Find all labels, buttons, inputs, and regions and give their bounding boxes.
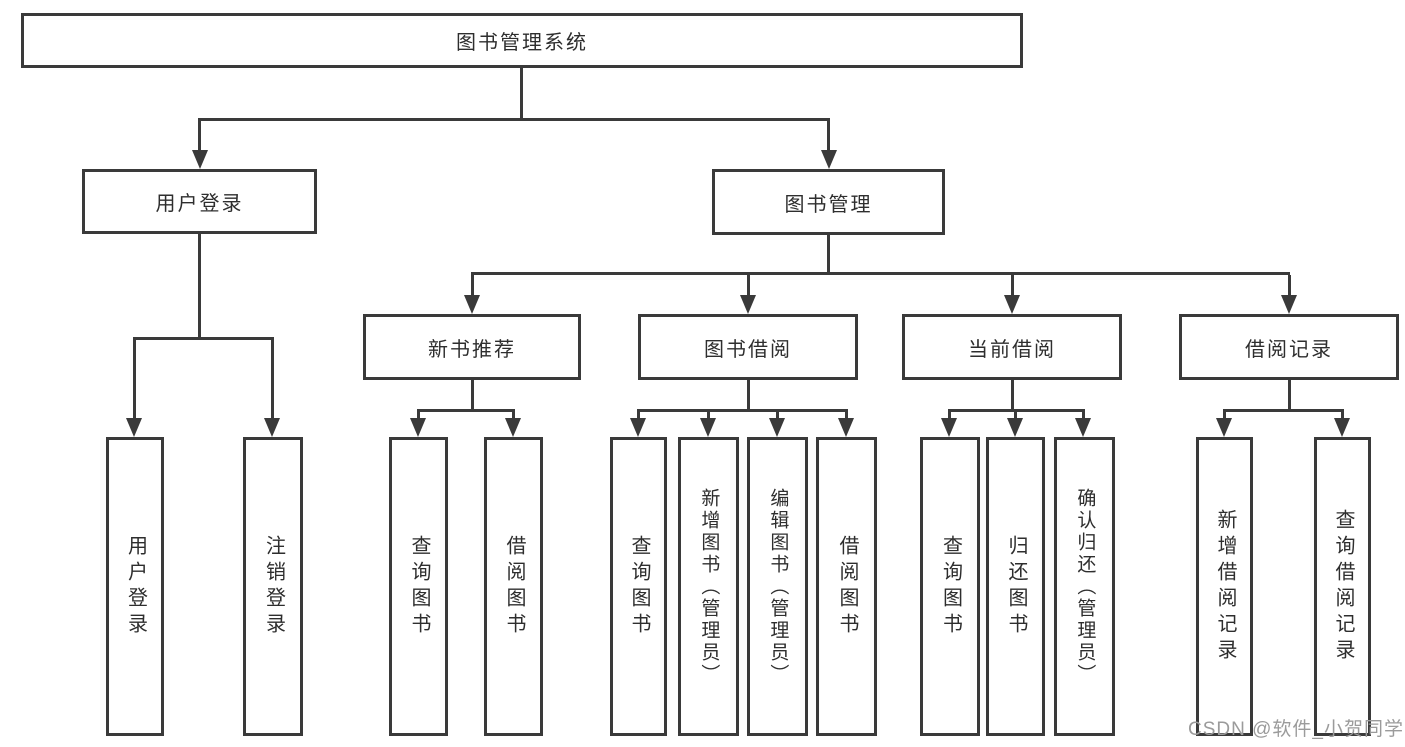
node-current-borrow-label: 当前借阅	[968, 338, 1056, 361]
leaf-borrow-books-recommend: 借阅图书	[484, 437, 543, 736]
connector-book-bar	[471, 272, 1290, 275]
arrowhead-down-icon	[1216, 418, 1232, 437]
connector-group2-bar	[637, 409, 848, 412]
leaf-query-books-current-label: 查询图书	[939, 534, 962, 639]
node-new-book-recommend-label: 新书推荐	[428, 338, 516, 361]
connector-drop-group	[1011, 275, 1014, 300]
connector-book-stub	[827, 235, 830, 275]
leaf-query-books-recommend-label: 查询图书	[408, 534, 430, 639]
connector-root-bar	[198, 118, 830, 121]
node-book-borrow-label: 图书借阅	[704, 338, 792, 361]
connector-group4-stub	[1288, 380, 1291, 412]
arrowhead-down-icon	[630, 418, 646, 437]
leaf-add-book-admin-label: 新增图书（管理员）	[698, 487, 720, 686]
connector-drop-leaf	[512, 409, 515, 421]
leaf-edit-book-admin-label: 编辑图书（管理员）	[767, 487, 789, 686]
leaf-query-books-borrow: 查询图书	[610, 437, 667, 736]
connector-user-bar	[133, 337, 274, 340]
connector-drop-leaf	[948, 409, 951, 421]
leaf-logout: 注销登录	[243, 437, 303, 736]
connector-drop-leaf	[637, 409, 640, 421]
node-root: 图书管理系统	[21, 13, 1023, 68]
leaf-confirm-return-admin-label: 确认归还（管理员）	[1074, 487, 1096, 686]
arrowhead-down-icon	[464, 295, 480, 314]
csdn-watermark: CSDN @软件_小贺同学	[1188, 719, 1404, 740]
connector-drop-user	[198, 121, 201, 152]
arrowhead-down-icon	[410, 418, 426, 437]
node-book-management: 图书管理	[712, 169, 945, 235]
arrowhead-down-icon	[838, 418, 854, 437]
connector-drop-leaf	[1223, 409, 1226, 421]
connector-drop-leaf	[133, 340, 136, 420]
arrowhead-down-icon	[505, 418, 521, 437]
connector-group2-stub	[747, 380, 750, 412]
arrowhead-down-icon	[1007, 418, 1023, 437]
leaf-borrow-books-recommend-label: 借阅图书	[503, 534, 525, 639]
arrowhead-down-icon	[769, 418, 785, 437]
connector-drop-leaf	[1082, 409, 1085, 421]
node-book-borrow: 图书借阅	[638, 314, 858, 380]
connector-drop-leaf	[707, 409, 710, 421]
leaf-add-book-admin: 新增图书（管理员）	[678, 437, 739, 736]
arrowhead-down-icon	[1281, 295, 1297, 314]
node-new-book-recommend: 新书推荐	[363, 314, 581, 380]
leaf-query-borrow-record: 查询借阅记录	[1314, 437, 1371, 736]
arrowhead-down-icon	[126, 418, 142, 437]
node-book-management-label: 图书管理	[784, 193, 873, 216]
node-user-login: 用户登录	[82, 169, 317, 234]
leaf-query-books-current: 查询图书	[920, 437, 980, 736]
leaf-add-borrow-record: 新增借阅记录	[1196, 437, 1253, 736]
connector-drop-leaf	[417, 409, 420, 421]
leaf-query-books-borrow-label: 查询图书	[628, 534, 650, 639]
connector-drop-bookmgmt	[827, 121, 830, 152]
node-root-label: 图书管理系统	[456, 32, 588, 54]
leaf-return-books: 归还图书	[986, 437, 1045, 736]
arrowhead-down-icon	[821, 150, 837, 169]
arrowhead-down-icon	[700, 418, 716, 437]
connector-root-stub	[520, 68, 523, 118]
arrowhead-down-icon	[1075, 418, 1091, 437]
leaf-edit-book-admin: 编辑图书（管理员）	[747, 437, 808, 736]
arrowhead-down-icon	[192, 150, 208, 169]
leaf-query-borrow-record-label: 查询借阅记录	[1332, 508, 1354, 665]
connector-group4-bar	[1223, 409, 1344, 412]
node-current-borrow: 当前借阅	[902, 314, 1122, 380]
node-borrow-records-label: 借阅记录	[1245, 338, 1333, 361]
arrowhead-down-icon	[740, 295, 756, 314]
leaf-borrow-books: 借阅图书	[816, 437, 877, 736]
node-borrow-records: 借阅记录	[1179, 314, 1399, 380]
leaf-return-books-label: 归还图书	[1005, 534, 1027, 639]
leaf-user-login-label: 用户登录	[124, 534, 147, 639]
connector-drop-group	[1288, 275, 1291, 300]
connector-drop-leaf	[271, 340, 274, 420]
connector-drop-leaf	[1014, 409, 1017, 421]
leaf-query-books-recommend: 查询图书	[389, 437, 448, 736]
connector-group1-stub	[471, 380, 474, 412]
leaf-user-login: 用户登录	[106, 437, 164, 736]
connector-group1-bar	[417, 409, 515, 412]
leaf-add-borrow-record-label: 新增借阅记录	[1214, 508, 1236, 665]
connector-drop-group	[747, 275, 750, 300]
arrowhead-down-icon	[941, 418, 957, 437]
connector-drop-leaf	[845, 409, 848, 421]
connector-drop-leaf	[776, 409, 779, 421]
connector-drop-group	[471, 275, 474, 300]
arrowhead-down-icon	[1334, 418, 1350, 437]
connector-user-stub	[198, 234, 201, 340]
connector-group3-stub	[1011, 380, 1014, 412]
connector-drop-leaf	[1341, 409, 1344, 421]
arrowhead-down-icon	[264, 418, 280, 437]
leaf-confirm-return-admin: 确认归还（管理员）	[1054, 437, 1115, 736]
leaf-logout-label: 注销登录	[262, 534, 285, 639]
arrowhead-down-icon	[1004, 295, 1020, 314]
node-user-login-label: 用户登录	[155, 193, 244, 215]
leaf-borrow-books-label: 借阅图书	[836, 534, 858, 639]
